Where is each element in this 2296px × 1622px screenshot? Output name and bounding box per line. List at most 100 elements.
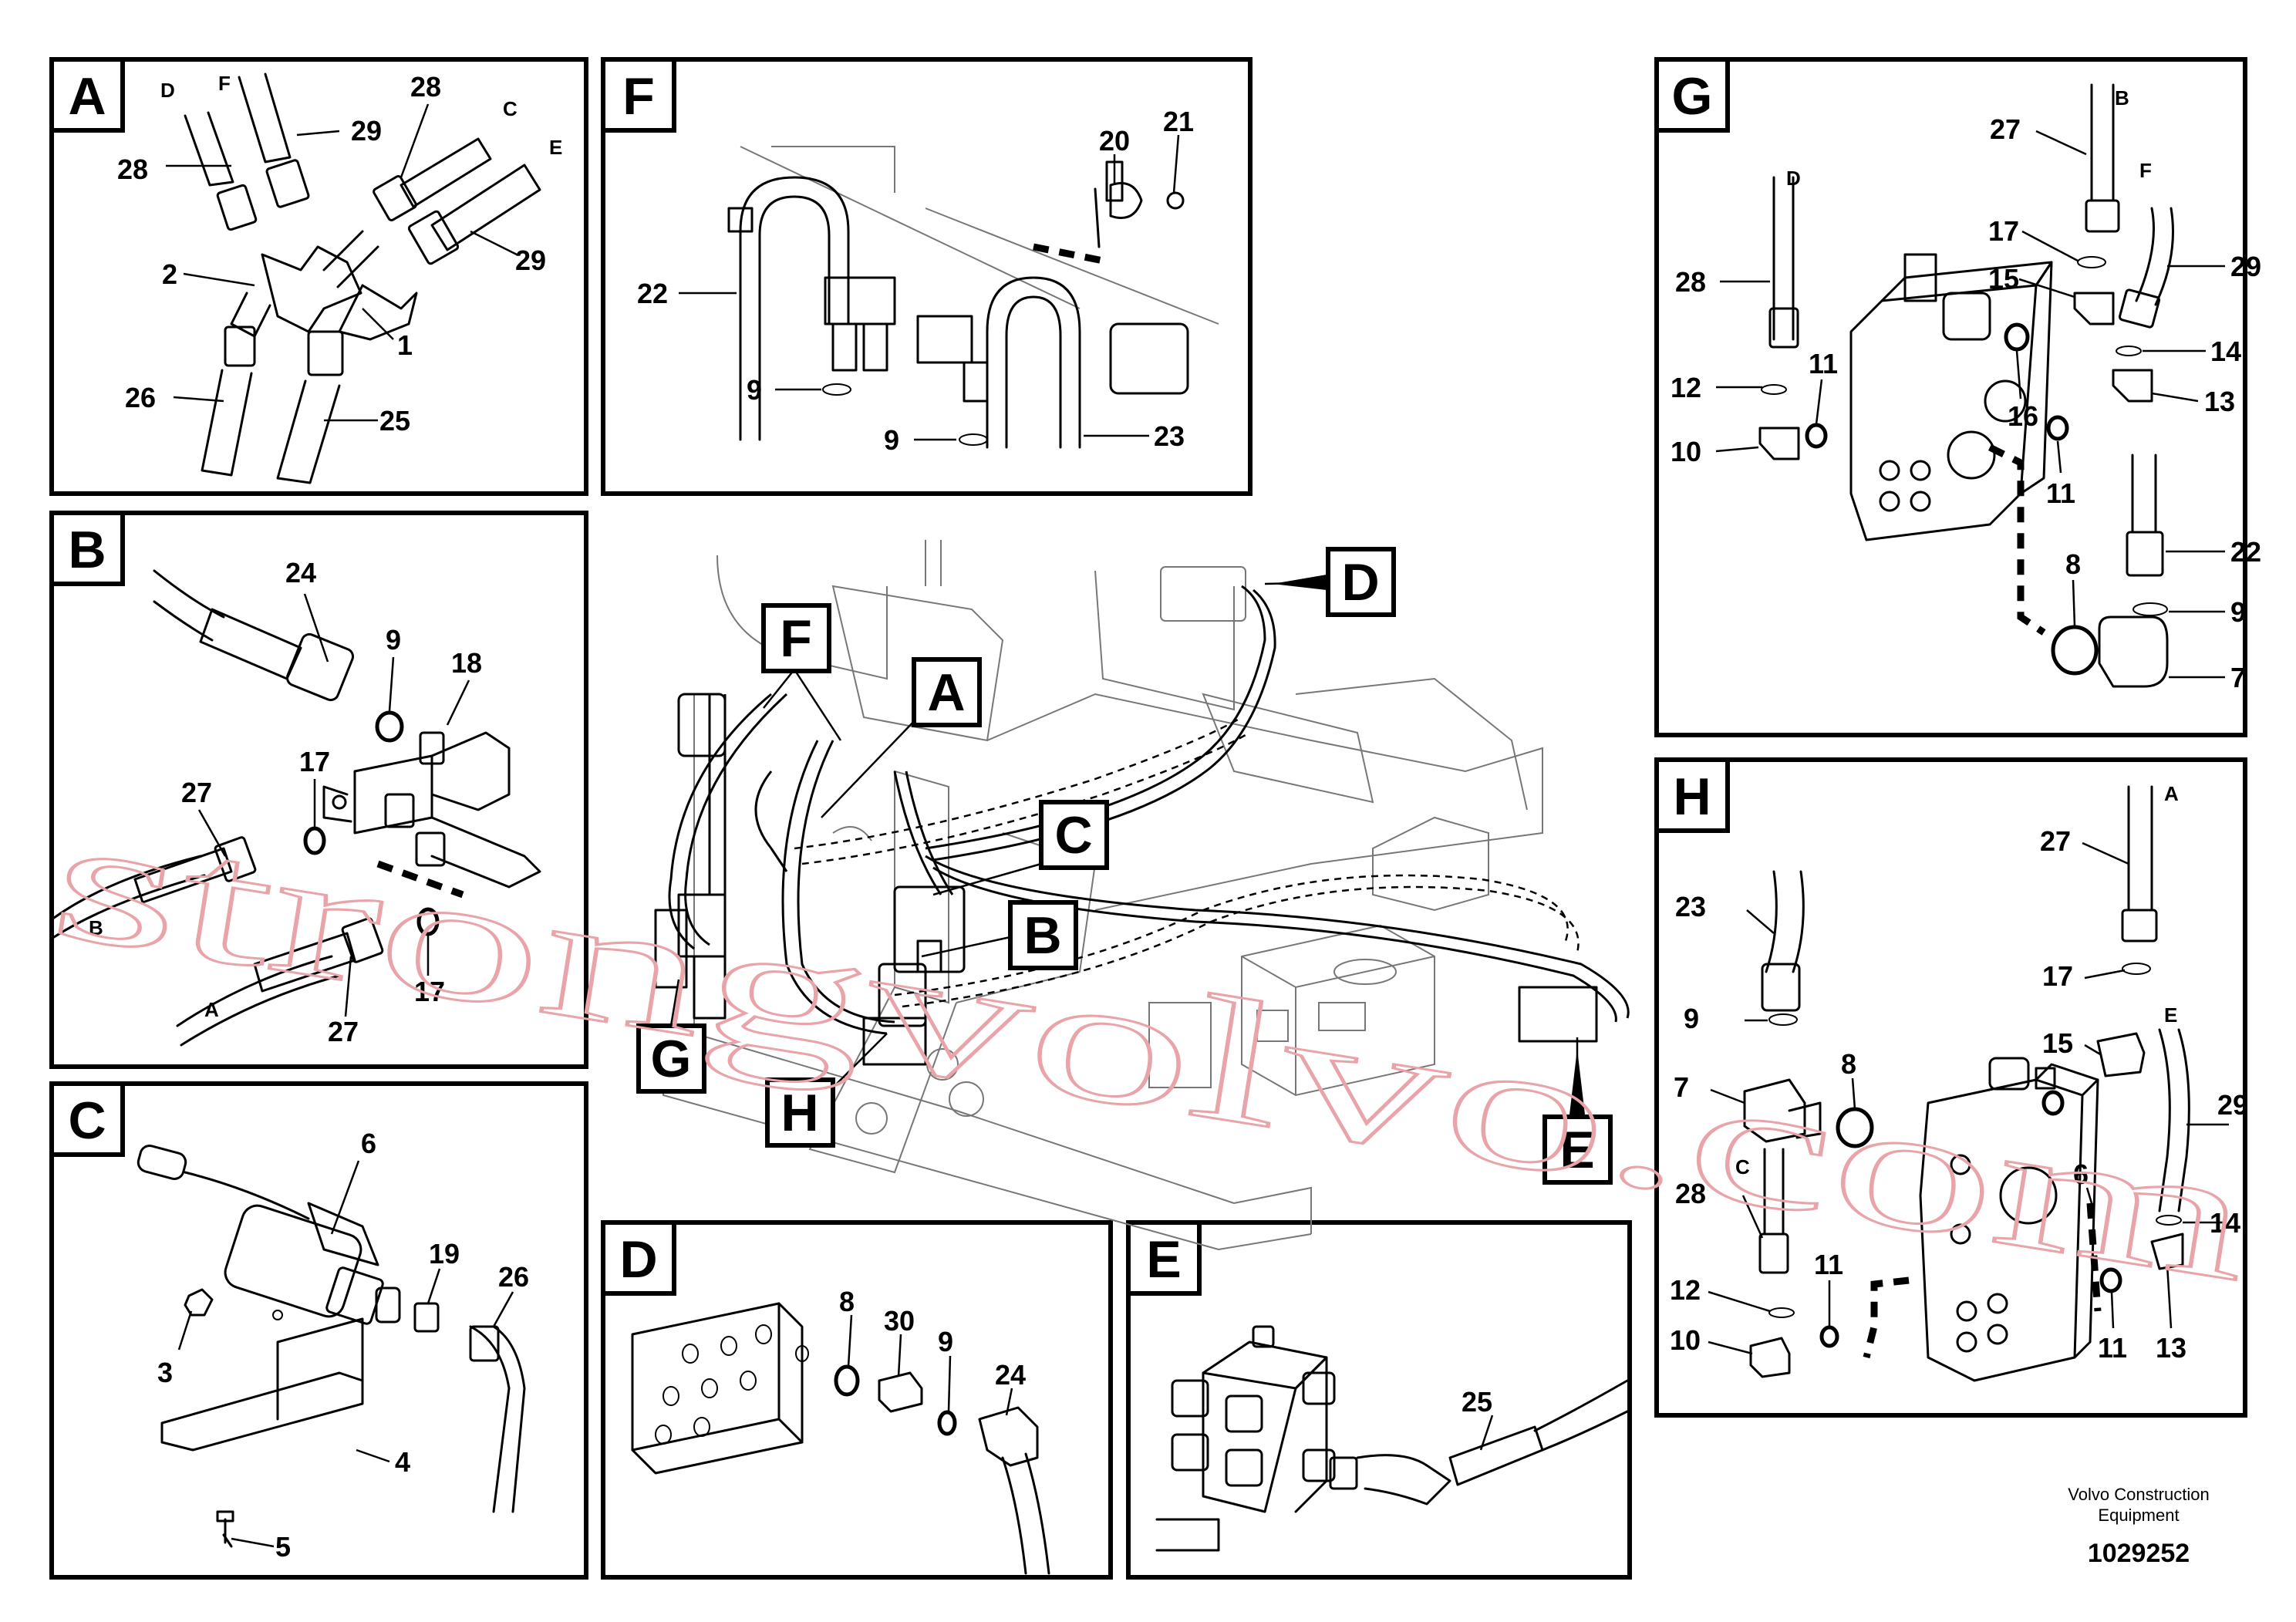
callout-16: 16 — [2008, 400, 2038, 432]
callout-30: 30 — [884, 1305, 915, 1337]
callout-12: 12 — [1671, 372, 1701, 403]
document-id: 1029252 — [2088, 1539, 2190, 1568]
callout-9: 9 — [386, 624, 401, 656]
callout-2: 2 — [162, 258, 177, 290]
panel-c-tag: C — [68, 1091, 106, 1150]
panel-e-parts — [1155, 1325, 1629, 1552]
overview-tag-b: B — [1023, 906, 1061, 965]
callout-27: 27 — [2040, 825, 2071, 857]
panel-c-parts — [137, 1145, 526, 1548]
callout-12: 12 — [1670, 1274, 1701, 1306]
callout-27: 27 — [1990, 113, 2021, 145]
overview-tag-e: E — [1559, 1121, 1594, 1179]
hose-label-b: B — [2115, 86, 2129, 110]
callout-6: 6 — [2073, 1158, 2089, 1190]
overview-callout-a: A — [821, 657, 982, 818]
callout-29: 29 — [515, 244, 546, 276]
machine-frame — [663, 540, 1543, 1251]
panel-d-parts — [631, 1302, 1050, 1575]
callout-11: 11 — [2046, 477, 2075, 509]
callout-9: 9 — [938, 1326, 953, 1357]
panel-d: D 8 30 9 24 — [601, 1220, 1113, 1580]
hose-label-a: A — [2164, 782, 2179, 805]
panel-f-tag: F — [622, 67, 655, 126]
panel-b-parts — [52, 569, 541, 1047]
panel-b: B B A — [49, 511, 588, 1069]
callout-4: 4 — [395, 1446, 410, 1478]
panel-g: G B D F — [1654, 57, 2261, 737]
panel-h: H A E C — [1654, 757, 2248, 1418]
overview-callout-d: D — [1264, 547, 1396, 617]
callout-23: 23 — [1154, 420, 1185, 452]
panel-g-tag: G — [1672, 67, 1713, 126]
callout-25: 25 — [1462, 1386, 1492, 1418]
callout-9: 9 — [1684, 1003, 1699, 1034]
callout-23: 23 — [1675, 891, 1706, 922]
hose-label-e: E — [2164, 1003, 2177, 1027]
overview-hoses — [654, 585, 1630, 1066]
callout-28: 28 — [1675, 266, 1706, 298]
callout-10: 10 — [1671, 436, 1701, 467]
callout-26: 26 — [125, 382, 156, 413]
callout-27: 27 — [328, 1016, 359, 1047]
callout-8: 8 — [1841, 1048, 1856, 1080]
callout-27: 27 — [181, 777, 212, 808]
hose-label-f: F — [218, 72, 231, 95]
callout-8: 8 — [839, 1286, 855, 1317]
callout-10: 10 — [1670, 1324, 1701, 1356]
overview-tag-d: D — [1341, 553, 1379, 612]
callout-14: 14 — [2210, 336, 2241, 367]
callout-7: 7 — [1674, 1071, 1689, 1103]
overview-tag-f: F — [780, 609, 812, 668]
callout-28: 28 — [1675, 1178, 1706, 1209]
callout-7: 7 — [2230, 662, 2246, 693]
callout-17: 17 — [2042, 960, 2073, 992]
callout-29: 29 — [351, 115, 382, 147]
panel-h-valve — [1743, 785, 2190, 1382]
callout-14: 14 — [2210, 1207, 2240, 1239]
hose-label-f: F — [2139, 159, 2152, 182]
callout-15: 15 — [2042, 1027, 2073, 1059]
callout-19: 19 — [429, 1238, 460, 1270]
callout-11: 11 — [1814, 1249, 1843, 1280]
callout-13: 13 — [2204, 386, 2235, 417]
callout-21: 21 — [1163, 106, 1194, 137]
callout-13: 13 — [2156, 1332, 2186, 1364]
hose-label-e: E — [549, 136, 562, 159]
callout-29: 29 — [2230, 251, 2261, 282]
callout-20: 20 — [1099, 125, 1130, 157]
panel-a-hoses — [184, 73, 541, 484]
overview-callout-b: B — [921, 900, 1078, 970]
panel-c: C 6 19 26 3 4 5 — [49, 1081, 588, 1580]
hose-label-c: C — [1735, 1155, 1750, 1179]
callout-9: 9 — [884, 424, 899, 456]
panel-h-tag: H — [1673, 767, 1711, 826]
callout-11: 11 — [2098, 1332, 2127, 1364]
overview-callout-f: F — [761, 603, 842, 741]
callout-3: 3 — [157, 1357, 173, 1388]
hose-label-c: C — [503, 97, 518, 120]
callout-8: 8 — [2065, 548, 2081, 580]
overview-tag-a: A — [927, 663, 965, 722]
overview-callout-e: E — [1542, 1037, 1613, 1185]
panel-e-tag: E — [1146, 1230, 1181, 1289]
hose-label-b: B — [89, 916, 103, 939]
callout-1: 1 — [397, 329, 413, 361]
callout-24: 24 — [995, 1359, 1026, 1391]
overview-callout-h: H — [765, 1033, 888, 1148]
overview-drawing: D F A C B G H — [636, 540, 1630, 1251]
callout-15: 15 — [1988, 263, 2019, 295]
callout-6: 6 — [361, 1128, 376, 1159]
overview-callout-c: C — [932, 800, 1109, 896]
callout-22: 22 — [2230, 536, 2261, 568]
overview-callout-g: G — [636, 979, 706, 1094]
callout-17: 17 — [1988, 215, 2019, 247]
callout-28: 28 — [117, 153, 148, 185]
overview-tag-g: G — [651, 1030, 692, 1088]
panel-g-valve — [1758, 83, 2174, 688]
panel-a: A D F C E — [49, 57, 588, 496]
panel-a-tag: A — [68, 67, 106, 126]
overview-tag-c: C — [1054, 806, 1092, 865]
credit-line-2: Equipment — [2098, 1506, 2179, 1525]
